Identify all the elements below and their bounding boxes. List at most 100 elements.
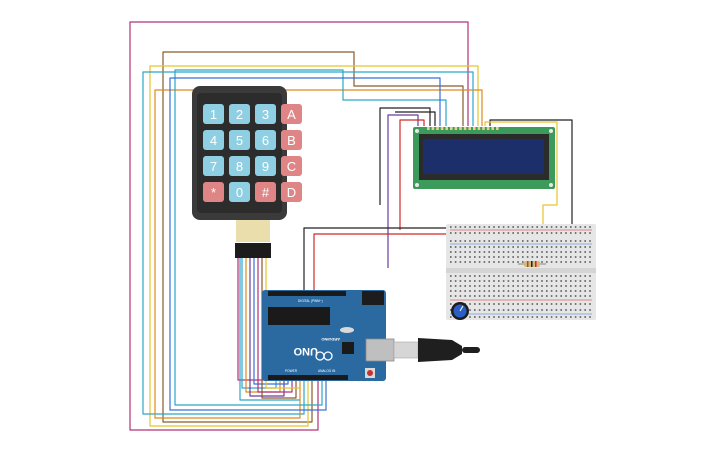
breadboard-hole[interactable] (531, 275, 534, 277)
breadboard-hole[interactable] (546, 226, 548, 228)
breadboard-hole[interactable] (555, 246, 558, 248)
lcd-pin[interactable] (496, 127, 499, 130)
breadboard-hole[interactable] (589, 316, 591, 318)
breadboard-hole[interactable] (560, 303, 562, 305)
breadboard-hole[interactable] (541, 261, 543, 263)
breadboard-hole[interactable] (584, 316, 586, 318)
breadboard-hole[interactable] (589, 285, 591, 287)
keypad-key[interactable] (281, 130, 302, 150)
breadboard-hole[interactable] (483, 303, 486, 305)
breadboard-hole[interactable] (498, 280, 500, 282)
breadboard-hole[interactable] (512, 246, 514, 248)
breadboard-hole[interactable] (531, 303, 534, 305)
breadboard-hole[interactable] (450, 309, 452, 311)
keypad-connector[interactable] (235, 243, 271, 258)
arduino-power-jack[interactable] (362, 291, 384, 305)
breadboard-hole[interactable] (574, 275, 577, 277)
breadboard-hole[interactable] (546, 246, 548, 248)
breadboard-hole[interactable] (565, 275, 567, 277)
breadboard-hole[interactable] (560, 280, 562, 282)
breadboard-hole[interactable] (555, 295, 558, 297)
breadboard-hole[interactable] (498, 285, 500, 287)
breadboard-hole[interactable] (517, 226, 519, 228)
breadboard-hole[interactable] (570, 309, 572, 311)
breadboard-hole[interactable] (469, 316, 471, 318)
breadboard-hole[interactable] (565, 256, 567, 258)
breadboard-hole[interactable] (574, 290, 577, 292)
breadboard-hole[interactable] (474, 316, 476, 318)
breadboard-hole[interactable] (546, 240, 548, 242)
breadboard-hole[interactable] (502, 285, 505, 287)
breadboard-hole[interactable] (469, 246, 471, 248)
breadboard-hole[interactable] (502, 280, 505, 282)
breadboard-hole[interactable] (565, 285, 567, 287)
breadboard-hole[interactable] (536, 251, 538, 253)
breadboard-hole[interactable] (493, 232, 495, 234)
breadboard-hole[interactable] (502, 226, 505, 228)
breadboard-hole[interactable] (459, 246, 462, 248)
breadboard-hole[interactable] (469, 261, 471, 263)
breadboard-hole[interactable] (459, 256, 462, 258)
breadboard-hole[interactable] (478, 246, 481, 248)
breadboard-hole[interactable] (507, 280, 510, 282)
breadboard-hole[interactable] (550, 256, 553, 258)
breadboard-hole[interactable] (469, 290, 471, 292)
breadboard-hole[interactable] (570, 251, 572, 253)
breadboard-hole[interactable] (555, 290, 558, 292)
breadboard-hole[interactable] (493, 251, 495, 253)
breadboard-hole[interactable] (555, 303, 558, 305)
breadboard-hole[interactable] (469, 280, 471, 282)
breadboard-hole[interactable] (498, 240, 500, 242)
lcd-pin[interactable] (477, 127, 481, 130)
breadboard-hole[interactable] (493, 285, 495, 287)
breadboard-hole[interactable] (589, 290, 591, 292)
breadboard-hole[interactable] (454, 275, 457, 277)
breadboard-hole[interactable] (517, 280, 519, 282)
breadboard-hole[interactable] (555, 232, 558, 234)
lcd-pin[interactable] (450, 127, 453, 130)
breadboard-hole[interactable] (522, 295, 524, 297)
breadboard-hole[interactable] (507, 246, 510, 248)
breadboard-hole[interactable] (541, 256, 543, 258)
breadboard-hole[interactable] (464, 226, 466, 228)
breadboard-hole[interactable] (483, 261, 486, 263)
breadboard-hole[interactable] (579, 290, 582, 292)
breadboard-hole[interactable] (546, 285, 548, 287)
breadboard-hole[interactable] (450, 226, 452, 228)
breadboard-hole[interactable] (478, 251, 481, 253)
breadboard-hole[interactable] (560, 316, 562, 318)
breadboard-hole[interactable] (584, 240, 586, 242)
arduino-usb-port[interactable] (365, 338, 395, 362)
breadboard-hole[interactable] (512, 232, 514, 234)
breadboard-hole[interactable] (579, 309, 582, 311)
breadboard-hole[interactable] (579, 226, 582, 228)
breadboard-hole[interactable] (589, 275, 591, 277)
breadboard-hole[interactable] (478, 261, 481, 263)
breadboard-hole[interactable] (507, 290, 510, 292)
breadboard-hole[interactable] (517, 251, 519, 253)
breadboard-hole[interactable] (517, 303, 519, 305)
breadboard-hole[interactable] (493, 295, 495, 297)
breadboard-hole[interactable] (565, 280, 567, 282)
breadboard-hole[interactable] (531, 309, 534, 311)
breadboard-hole[interactable] (498, 246, 500, 248)
breadboard-hole[interactable] (522, 232, 524, 234)
breadboard-hole[interactable] (483, 309, 486, 311)
breadboard-hole[interactable] (526, 290, 529, 292)
breadboard-hole[interactable] (574, 251, 577, 253)
breadboard-hole[interactable] (483, 295, 486, 297)
breadboard-hole[interactable] (498, 261, 500, 263)
breadboard-hole[interactable] (522, 261, 524, 263)
breadboard-hole[interactable] (550, 316, 553, 318)
breadboard-hole[interactable] (464, 261, 466, 263)
breadboard-hole[interactable] (560, 261, 562, 263)
breadboard-hole[interactable] (459, 226, 462, 228)
breadboard-hole[interactable] (565, 303, 567, 305)
breadboard-hole[interactable] (531, 240, 534, 242)
breadboard-hole[interactable] (483, 256, 486, 258)
breadboard-hole[interactable] (522, 303, 524, 305)
breadboard-hole[interactable] (565, 226, 567, 228)
breadboard-hole[interactable] (483, 280, 486, 282)
breadboard-hole[interactable] (450, 261, 452, 263)
